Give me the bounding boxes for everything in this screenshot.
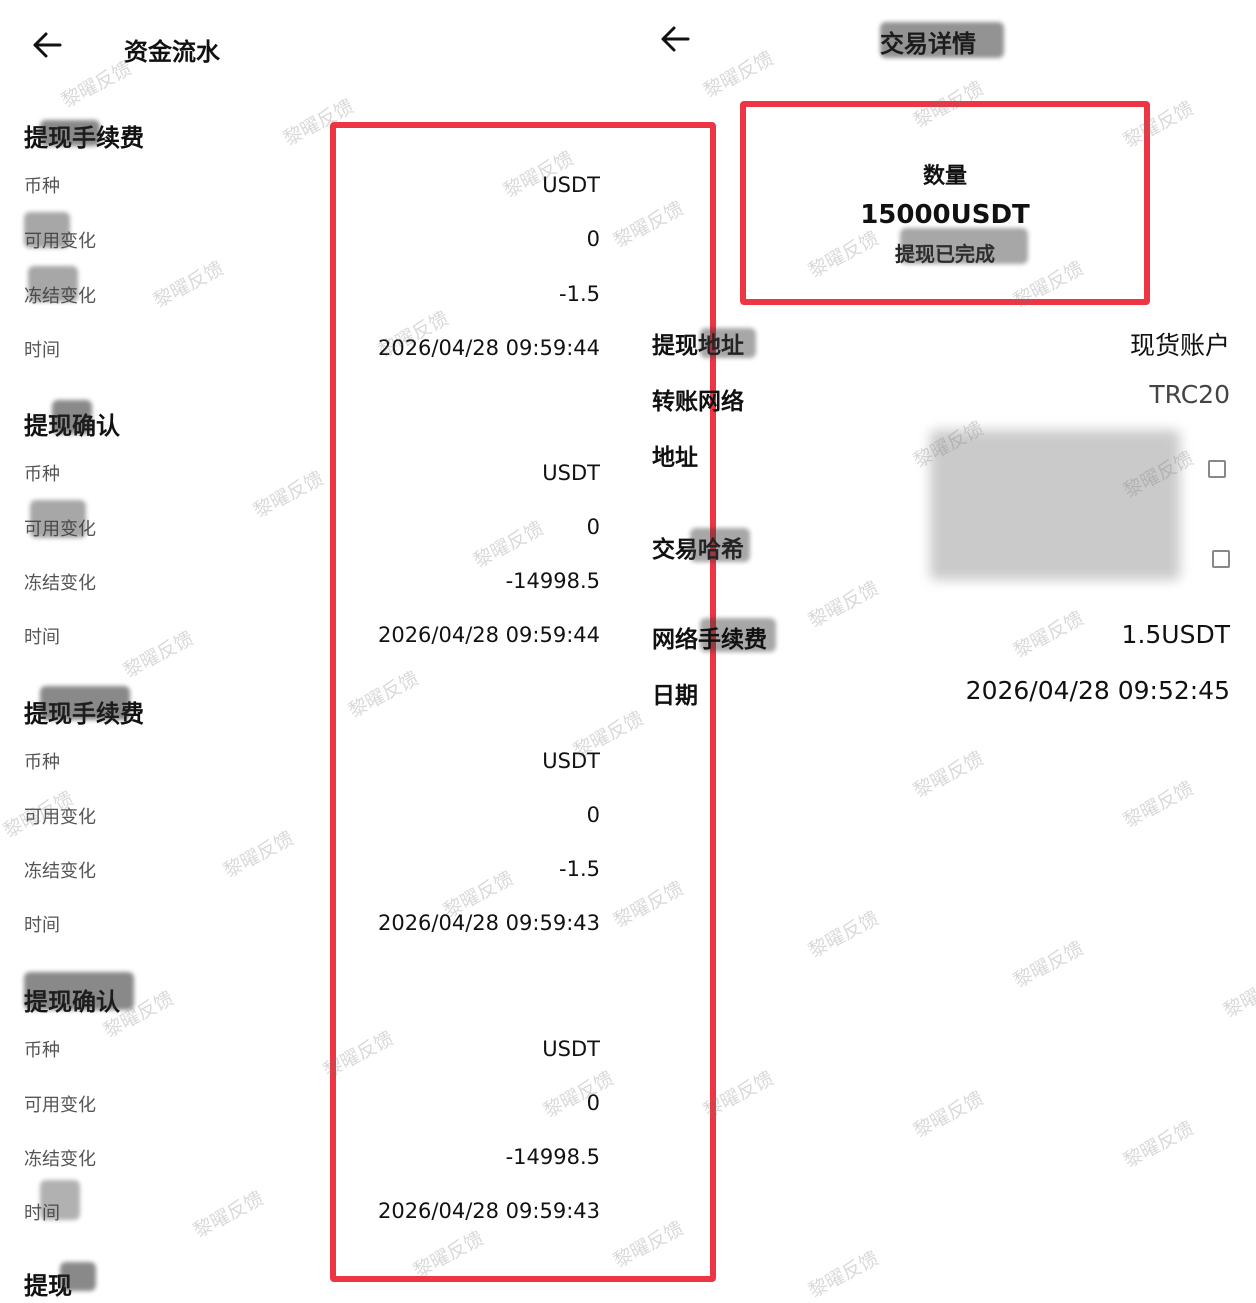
status-text: 提现已完成 (895, 242, 995, 266)
label-time: 时间 (24, 915, 60, 936)
copy-icon[interactable] (1212, 550, 1230, 568)
highlight-box-summary (740, 101, 1150, 305)
watermark-text: 黎曜反馈 (804, 577, 883, 633)
value-frozen-change: -1.5 (559, 857, 600, 881)
back-arrow-icon[interactable] (30, 28, 64, 62)
label-time: 时间 (24, 1203, 60, 1224)
value-time: 2026/04/28 09:59:43 (377, 1199, 600, 1223)
redaction-scribble (900, 228, 1028, 264)
value-frozen-change: -14998.5 (505, 569, 600, 593)
back-arrow-icon[interactable] (658, 22, 692, 56)
label-frozen-change: 冻结变化 (24, 286, 96, 307)
row-label-withdraw-address: 提现地址 (652, 333, 744, 359)
redaction-scribble (30, 500, 86, 538)
label-currency: 币种 (24, 464, 60, 485)
value-frozen-change: -14998.5 (505, 1145, 600, 1169)
watermark-text: 黎曜反馈 (119, 627, 198, 683)
redaction-scribble (52, 400, 92, 434)
value-time: 2026/04/28 09:59:44 (377, 623, 600, 647)
watermark-text: 黎曜反馈 (1119, 777, 1198, 833)
label-time: 时间 (24, 627, 60, 648)
row-value-network: TRC20 (1149, 380, 1230, 409)
label-frozen-change: 冻结变化 (24, 1149, 96, 1170)
page-title: 资金流水 (124, 38, 220, 66)
redaction-scribble (880, 22, 1004, 58)
value-available-change: 0 (586, 515, 600, 539)
value-currency: USDT (542, 749, 600, 773)
row-value-date: 2026/04/28 09:52:45 (965, 676, 1230, 705)
watermark-text: 黎曜反馈 (1119, 1117, 1198, 1173)
watermark-text: 黎曜反馈 (189, 1187, 268, 1243)
value-frozen-change: -1.5 (559, 282, 600, 306)
row-label-network-fee: 网络手续费 (652, 627, 767, 653)
highlight-box-amounts (330, 122, 716, 1282)
watermark-text: 黎曜反馈 (1009, 607, 1088, 663)
row-label-address: 地址 (652, 445, 698, 471)
redaction-blur (930, 430, 1180, 580)
redaction-scribble (690, 528, 750, 562)
value-available-change: 0 (586, 1091, 600, 1115)
label-available-change: 可用变化 (24, 231, 96, 252)
redaction-scribble (40, 1180, 80, 1220)
label-time: 时间 (24, 340, 60, 361)
value-currency: USDT (542, 173, 600, 197)
label-frozen-change: 冻结变化 (24, 573, 96, 594)
row-label-date: 日期 (652, 683, 698, 709)
value-time: 2026/04/28 09:59:44 (377, 336, 600, 360)
redaction-scribble (700, 328, 756, 358)
redaction-scribble (24, 972, 134, 1010)
watermark-text: 黎曜反馈 (909, 747, 988, 803)
amount-value: 15000USDT (860, 200, 1030, 230)
label-available-change: 可用变化 (24, 807, 96, 828)
value-time: 2026/04/28 09:59:43 (377, 911, 600, 935)
watermark-text: 黎曜反馈 (699, 47, 778, 103)
watermark-text: 黎曜反馈 (149, 257, 228, 313)
label-currency: 币种 (24, 1040, 60, 1061)
watermark-text: 黎曜反馈 (1009, 937, 1088, 993)
value-currency: USDT (542, 1037, 600, 1061)
value-currency: USDT (542, 461, 600, 485)
row-value-network-fee: 1.5USDT (1121, 620, 1230, 649)
watermark-text: 黎曜反馈 (909, 1087, 988, 1143)
redaction-scribble (28, 266, 78, 302)
redaction-scribble (700, 618, 776, 652)
redaction-scribble (40, 120, 100, 146)
row-label-network: 转账网络 (652, 389, 744, 415)
watermark-text: 黎曜反馈 (804, 1247, 883, 1303)
watermark-text: 黎曜反馈 (1219, 967, 1256, 1023)
watermark-text: 黎曜反馈 (219, 827, 298, 883)
row-label-tx-hash: 交易哈希 (652, 537, 744, 563)
label-available-change: 可用变化 (24, 519, 96, 540)
watermark-text: 黎曜反馈 (804, 907, 883, 963)
value-available-change: 0 (586, 227, 600, 251)
redaction-scribble (24, 212, 70, 248)
redaction-scribble (40, 686, 130, 720)
label-available-change: 可用变化 (24, 1095, 96, 1116)
label-currency: 币种 (24, 752, 60, 773)
row-value-withdraw-address: 现货账户 (1129, 331, 1230, 360)
amount-label: 数量 (922, 164, 967, 189)
label-frozen-change: 冻结变化 (24, 861, 96, 882)
copy-icon[interactable] (1208, 460, 1226, 478)
label-currency: 币种 (24, 176, 60, 197)
value-available-change: 0 (586, 803, 600, 827)
redaction-scribble (60, 1262, 96, 1291)
